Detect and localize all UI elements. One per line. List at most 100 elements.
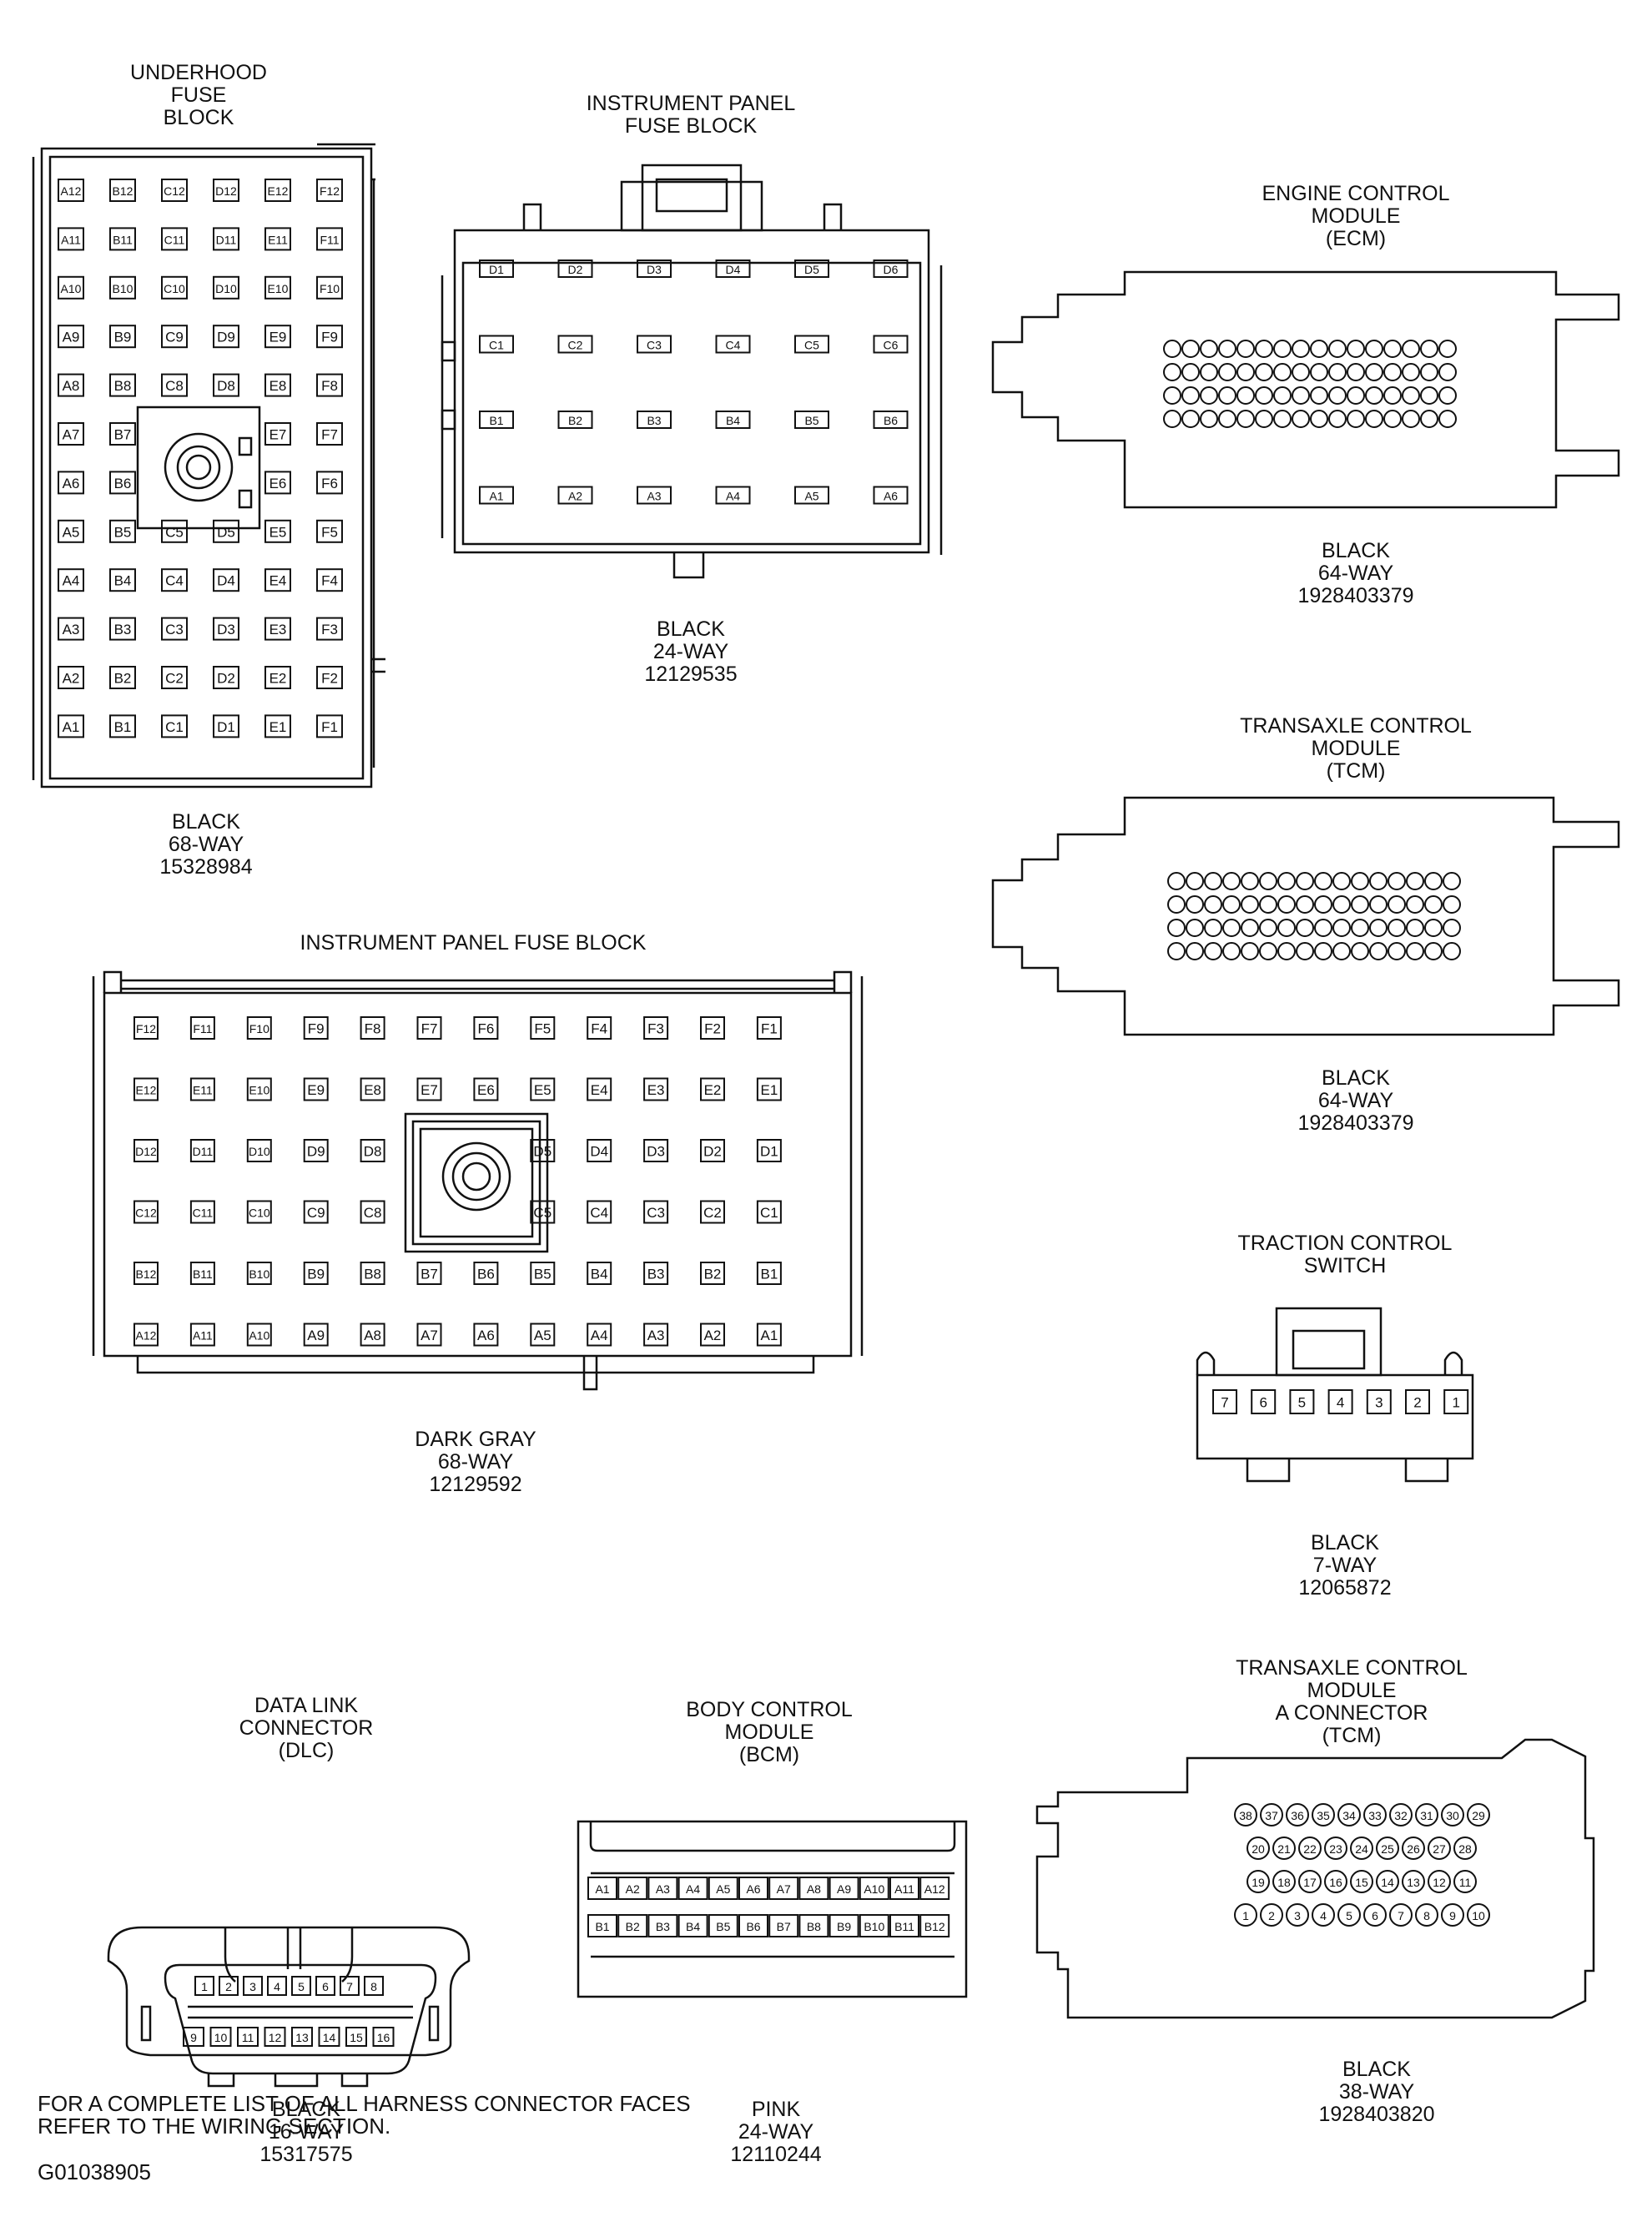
- ecm-pin: [1365, 363, 1383, 381]
- tcm-pin: [1241, 942, 1259, 960]
- tcm-a-pin: [1363, 1803, 1387, 1826]
- pin-cavity: [316, 714, 343, 738]
- pin-cavity: [246, 1016, 272, 1040]
- pin-cavity: [794, 259, 829, 278]
- pin-label: F6: [321, 476, 338, 491]
- pin-label: B12: [924, 1920, 945, 1933]
- pin-label: F4: [591, 1021, 607, 1037]
- tcm-pin: [1314, 872, 1332, 890]
- pin-cavity: [715, 335, 751, 354]
- pin-cavity: [859, 1914, 889, 1937]
- ecm-pin: [1218, 363, 1236, 381]
- tcm-pin: [1388, 919, 1406, 937]
- tcm-a-pin: [1286, 1803, 1309, 1826]
- pin-cavity: [246, 1077, 272, 1101]
- tcm-a-pin-label: 4: [1320, 1909, 1327, 1922]
- pin-label: D5: [217, 524, 235, 540]
- ecm-pin: [1402, 340, 1420, 358]
- ecm-pin: [1273, 386, 1292, 405]
- pin-cavity: [873, 486, 909, 505]
- pin-cavity: [246, 1262, 272, 1285]
- ecm-pin: [1181, 386, 1200, 405]
- pin-label: C5: [165, 524, 184, 540]
- tcm-a-pin-label: 29: [1472, 1809, 1485, 1822]
- pin-cavity: [213, 325, 239, 349]
- pin-cavity: [700, 1139, 725, 1162]
- pin-cavity: [360, 1200, 385, 1224]
- pin-cavity: [873, 335, 909, 354]
- pin-cavity: [189, 1262, 215, 1285]
- pin-label: A5: [534, 1328, 552, 1343]
- tcm-pin: [1351, 942, 1369, 960]
- traction-switch-body: [1196, 1307, 1474, 1483]
- dynamic-marks: [58, 179, 1490, 2047]
- pin-label: C1: [489, 339, 504, 352]
- pin-label: C12: [135, 1207, 157, 1220]
- pin-cavity: [109, 179, 136, 202]
- pin-cavity: [303, 1016, 329, 1040]
- tcm-pin: [1443, 872, 1461, 890]
- pin-cavity: [58, 373, 84, 397]
- ip-fuse-block-68-body: [92, 970, 864, 1391]
- pin-cavity: [161, 568, 188, 592]
- tcm-pin: [1388, 895, 1406, 914]
- ip-fuse-24-title-line: INSTRUMENT PANEL: [587, 92, 796, 115]
- pin-label: A8: [63, 378, 80, 394]
- bcm-caption-line: 24-WAY: [738, 2120, 814, 2144]
- tcm-pin: [1388, 942, 1406, 960]
- ecm-title-line: MODULE: [1312, 204, 1401, 228]
- pin-cavity: [715, 259, 751, 278]
- pin-cavity: [264, 227, 291, 251]
- pin-label: B8: [364, 1267, 381, 1282]
- ecm-pin: [1292, 363, 1310, 381]
- tcm-caption-line: BLACK: [1322, 1066, 1390, 1090]
- pin-cavity: [189, 1323, 215, 1347]
- pin-cavity: [243, 1976, 263, 1996]
- tcm-a-title-line: (TCM): [1322, 1724, 1382, 1747]
- pin-cavity: [303, 1077, 329, 1101]
- ecm-pin: [1347, 386, 1365, 405]
- pin-cavity: [161, 519, 188, 543]
- pin-cavity: [557, 411, 593, 429]
- pin-label: A3: [63, 622, 80, 637]
- ip-fuse-24-caption-line: 12129535: [644, 663, 737, 686]
- pin-cavity: [873, 411, 909, 429]
- pin-label: C12: [164, 184, 185, 198]
- tcm-pin: [1277, 895, 1296, 914]
- pin-label: B10: [864, 1920, 884, 1933]
- pin-label: A9: [307, 1328, 325, 1343]
- pin-label: 7: [1221, 1395, 1228, 1411]
- tcm-pin: [1167, 942, 1186, 960]
- pin-label: B4: [114, 573, 132, 589]
- pin-label: A12: [61, 184, 82, 198]
- pin-label: E7: [421, 1082, 438, 1098]
- pin-cavity: [530, 1139, 556, 1162]
- pin-cavity: [58, 714, 84, 738]
- tcm-pin: [1259, 942, 1277, 960]
- tcm-pin: [1186, 919, 1204, 937]
- pin-cavity: [919, 1877, 950, 1900]
- pin-label: E3: [647, 1082, 665, 1098]
- pin-cavity: [479, 486, 514, 505]
- tcm-a-pin: [1350, 1870, 1373, 1893]
- underhood-caption-line: 15328984: [159, 855, 252, 879]
- pin-label: D5: [533, 1144, 552, 1160]
- pin-label: B6: [884, 414, 898, 427]
- pin-cavity: [316, 422, 343, 446]
- pin-label: E2: [704, 1082, 722, 1098]
- pin-label: B7: [421, 1267, 438, 1282]
- pin-label: B3: [647, 414, 661, 427]
- pin-cavity: [264, 179, 291, 202]
- pin-label: D4: [726, 263, 741, 276]
- ecm-caption-line: 64-WAY: [1318, 562, 1394, 585]
- pin-cavity: [473, 1323, 499, 1347]
- tcm-a-pin: [1272, 1870, 1296, 1893]
- pin-label: F1: [321, 719, 338, 735]
- pin-label: 2: [225, 1980, 232, 1993]
- pin-label: C4: [165, 573, 184, 589]
- pin-cavity: [264, 666, 291, 689]
- pin-cavity: [587, 1323, 612, 1347]
- ecm-pin: [1328, 363, 1347, 381]
- bcm-body: [577, 1820, 968, 1998]
- pin-label: 13: [295, 2031, 309, 2044]
